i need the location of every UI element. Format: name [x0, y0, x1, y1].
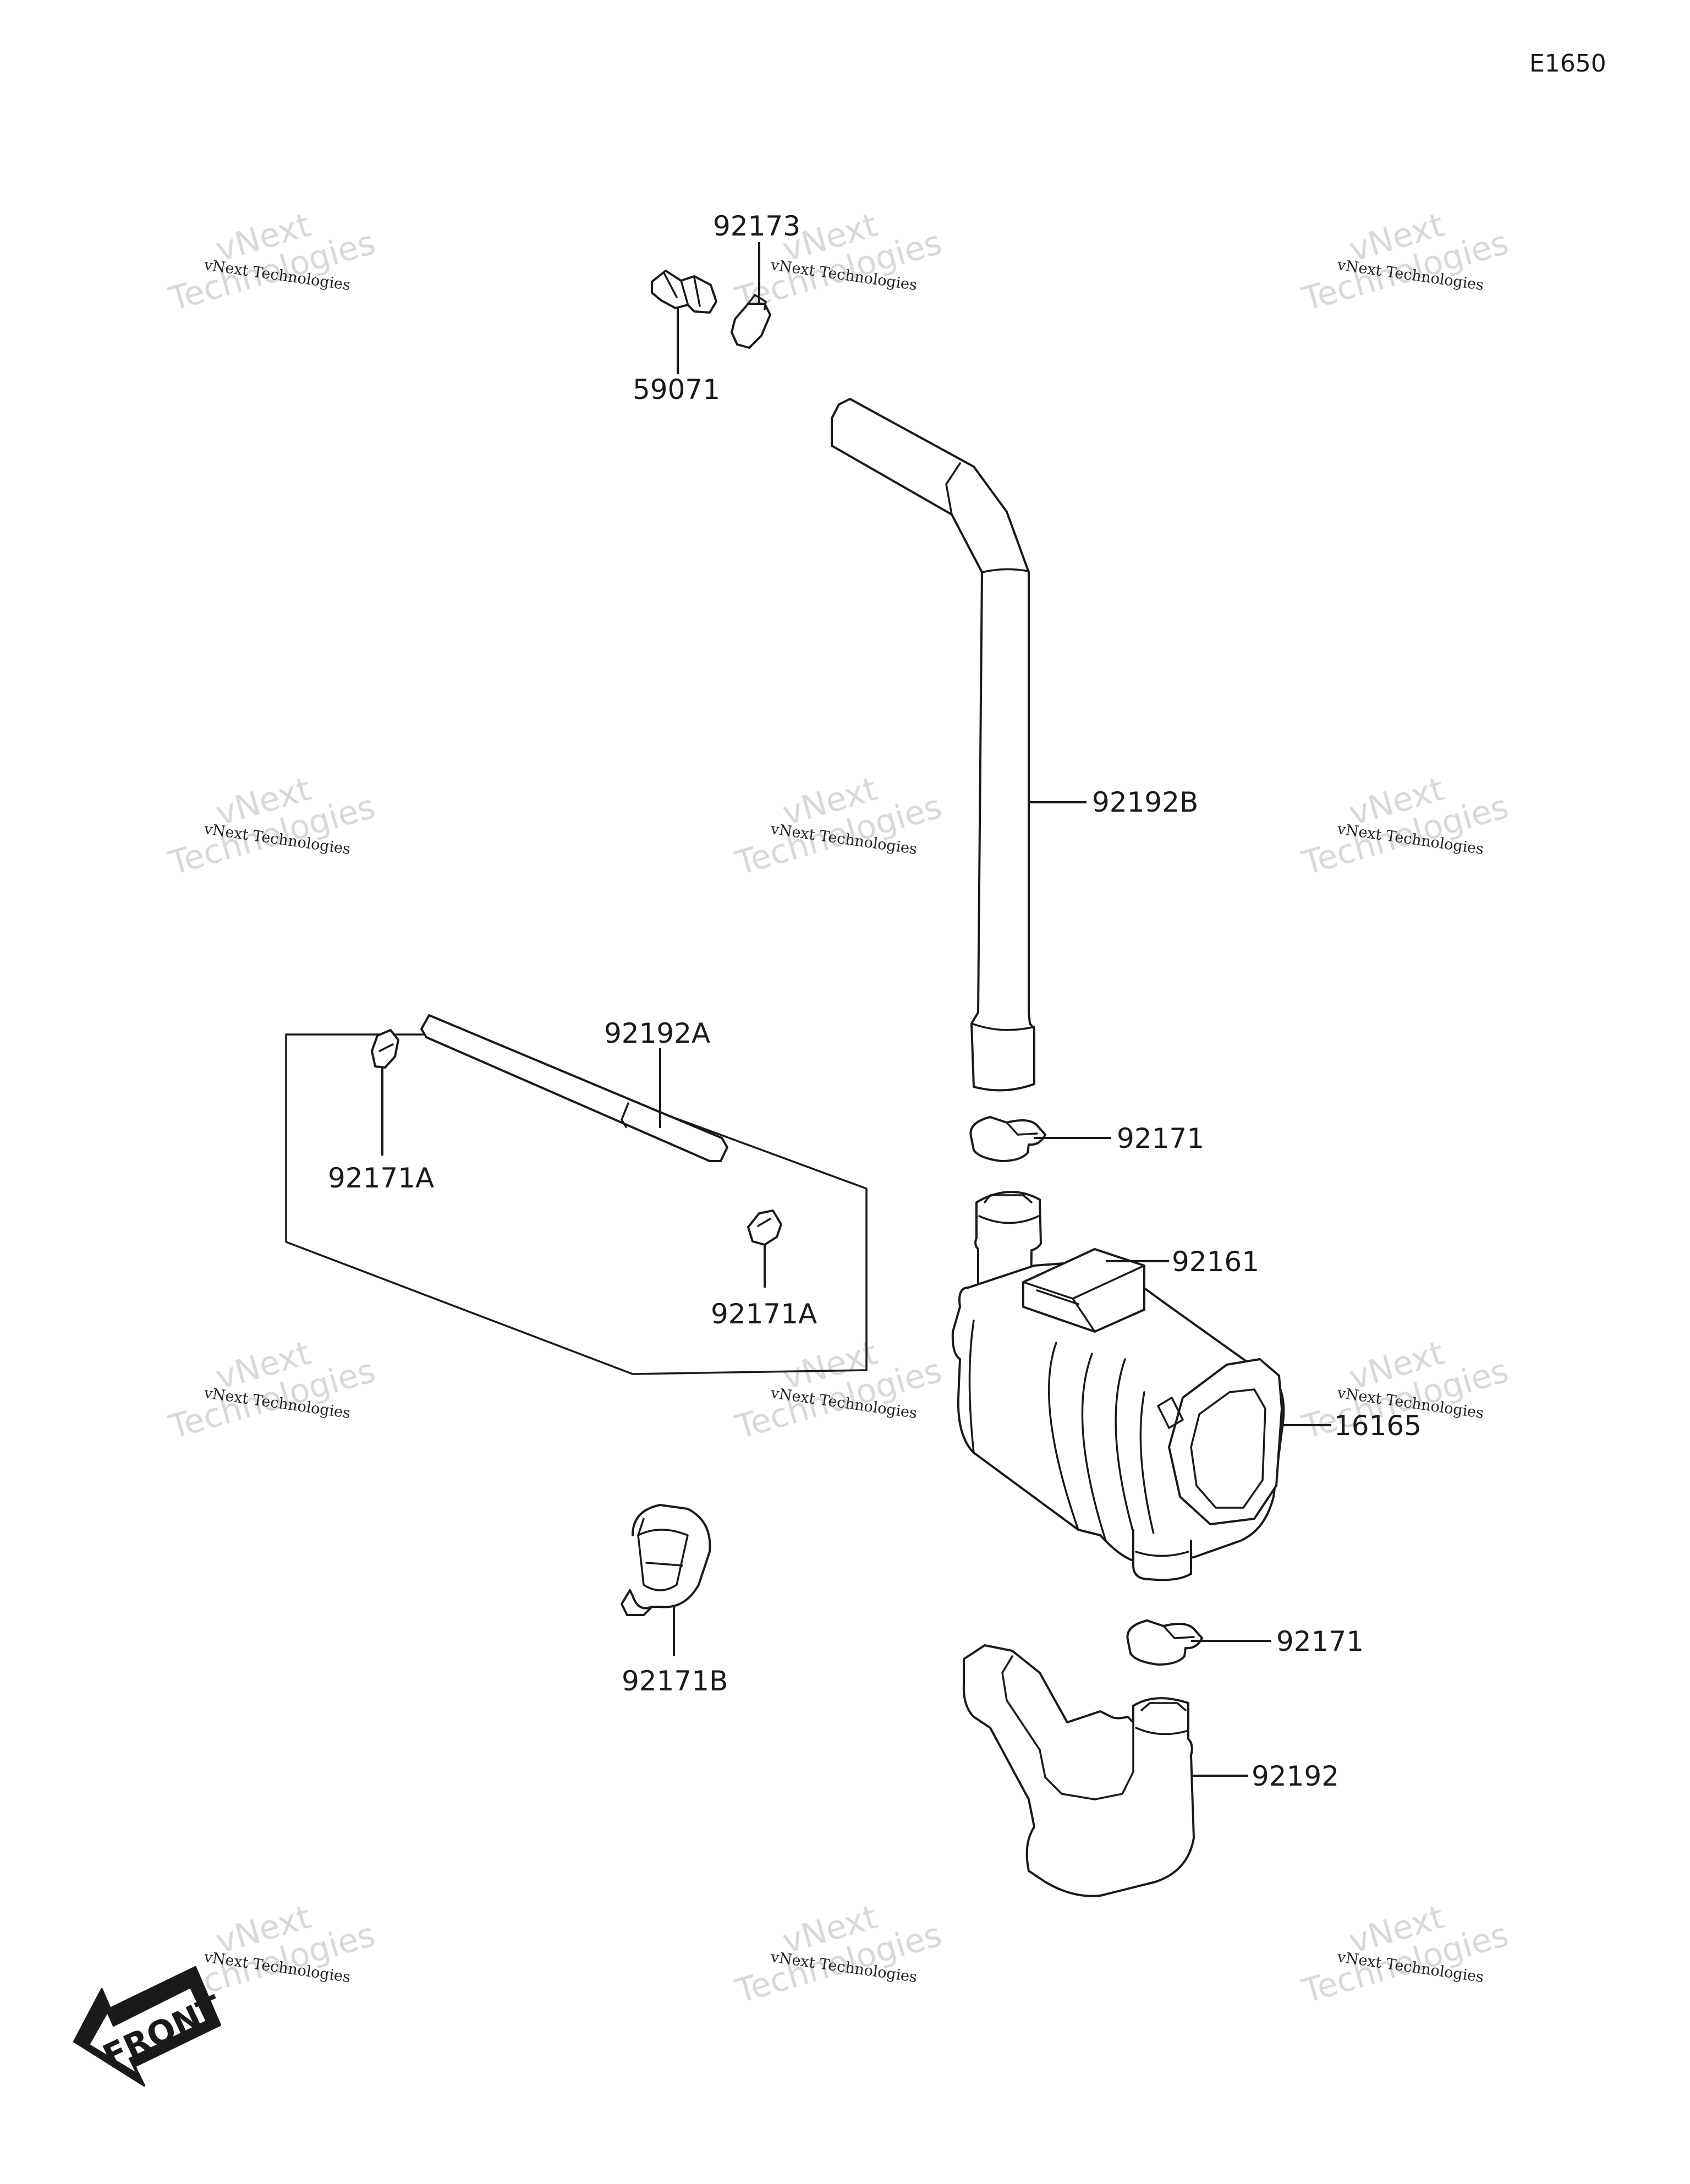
part-92171-upper-clamp[interactable]: [969, 1116, 1046, 1162]
part-92192A-kit[interactable]: [285, 1014, 868, 1375]
callout-92171A-left[interactable]: 92171A: [328, 1162, 434, 1194]
callout-92161[interactable]: 92161: [1172, 1246, 1259, 1278]
part-92171-lower-clamp[interactable]: [1126, 1619, 1203, 1666]
callout-92192B[interactable]: 92192B: [1092, 786, 1198, 818]
part-92171B-clamp[interactable]: [621, 1504, 711, 1616]
diagram-code: E1650: [1529, 50, 1606, 78]
part-92192B-hose[interactable]: [831, 398, 1035, 1092]
callout-16165[interactable]: 16165: [1334, 1410, 1422, 1442]
callout-92173[interactable]: 92173: [713, 210, 800, 242]
callout-92171A-right[interactable]: 92171A: [711, 1298, 817, 1330]
callout-59071[interactable]: 59071: [633, 374, 720, 406]
callout-92192A[interactable]: 92192A: [604, 1017, 710, 1049]
callout-92192[interactable]: 92192: [1252, 1760, 1339, 1792]
callout-92171-lower[interactable]: 92171: [1276, 1625, 1364, 1657]
part-92161-canister[interactable]: [951, 1191, 1285, 1581]
part-59071-clamp[interactable]: [651, 270, 717, 314]
callout-92171-upper[interactable]: 92171: [1117, 1123, 1204, 1154]
callout-92171B[interactable]: 92171B: [622, 1665, 728, 1697]
part-92192-hose[interactable]: [962, 1644, 1195, 1897]
